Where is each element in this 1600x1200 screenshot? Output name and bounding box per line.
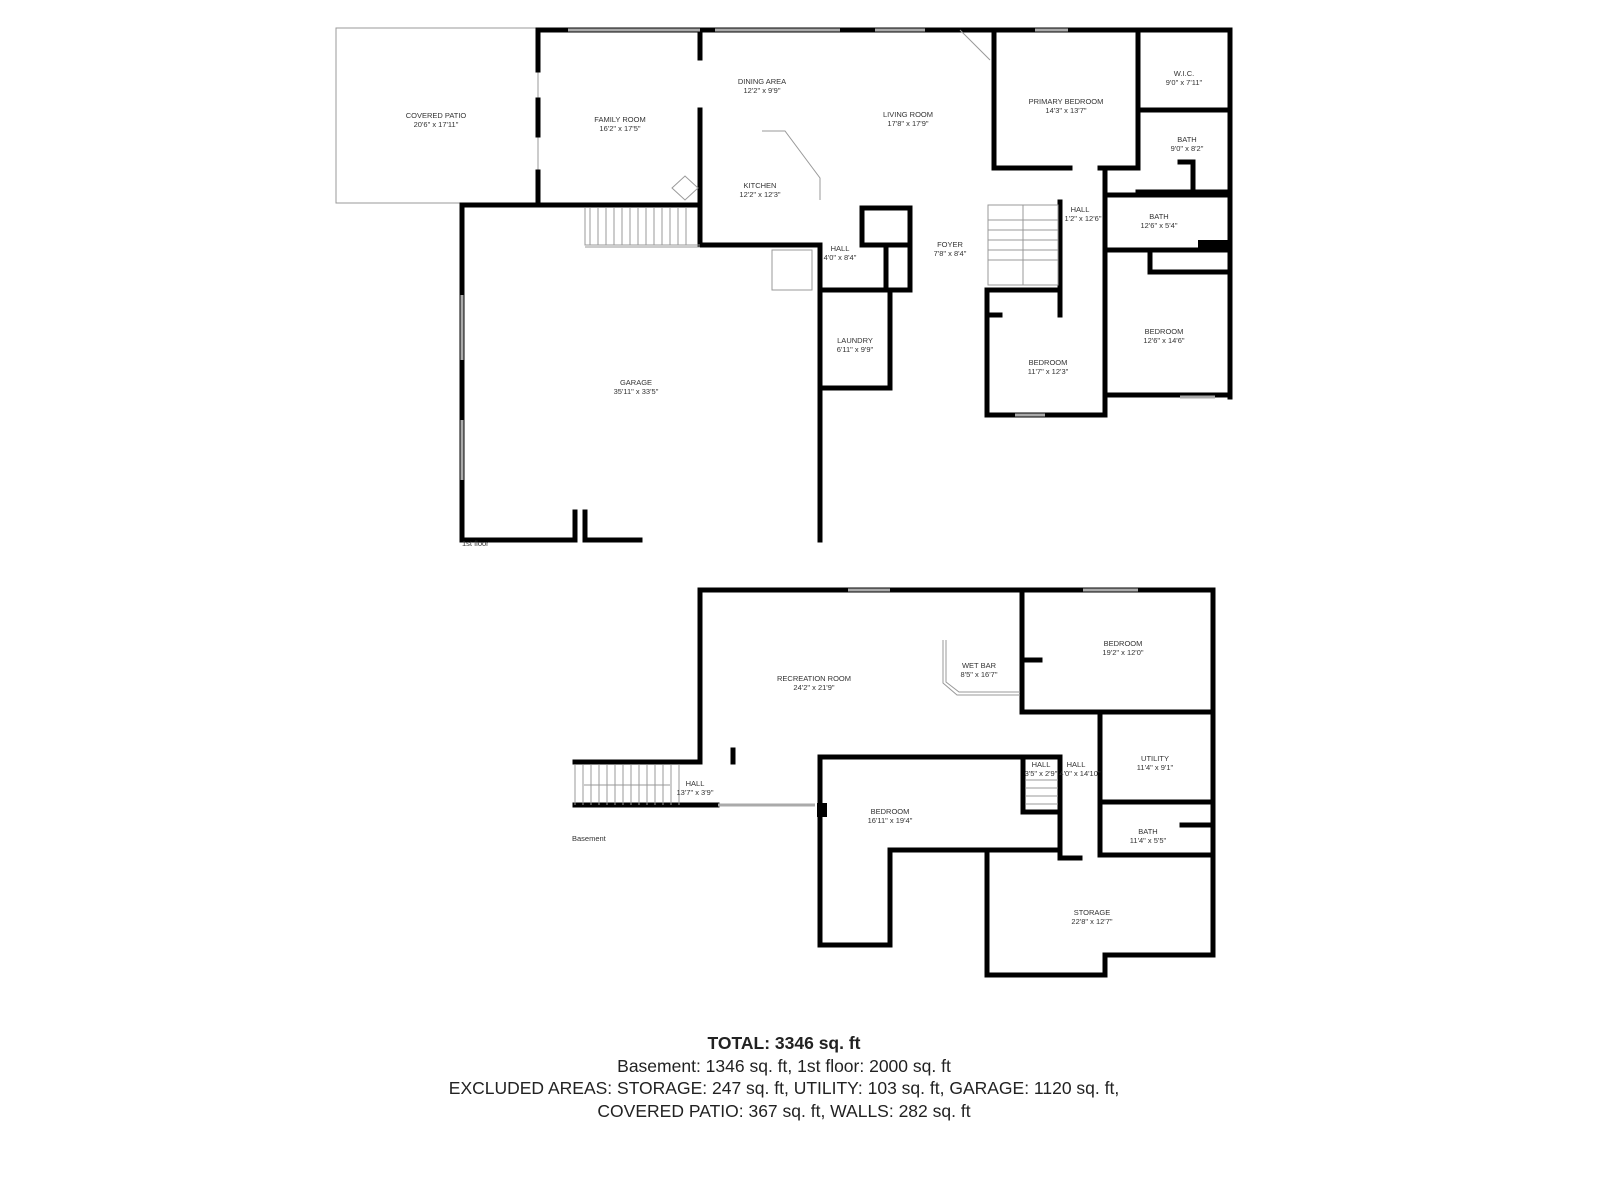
excluded-areas-cont: COVERED PATIO: 367 sq. ft, WALLS: 282 sq… [597, 1100, 971, 1121]
room-dims: 9'0" x 8'2" [1171, 144, 1204, 153]
room-name: LAUNDRY [837, 336, 873, 345]
room-dims: 6'11" x 9'9" [837, 345, 874, 354]
floor-label: 1st floor [462, 539, 489, 548]
first-floor-labels: COVERED PATIO 20'6" x 17'11" FAMILY ROOM… [406, 69, 1204, 548]
room-name: BATH [1138, 827, 1157, 836]
room-name: BATH [1149, 212, 1168, 221]
room-name: GARAGE [620, 378, 652, 387]
room-name: KITCHEN [744, 181, 777, 190]
room-name: FAMILY ROOM [594, 115, 645, 124]
room-name: HALL [831, 244, 850, 253]
room-dims: 12'2" x 12'3" [739, 190, 780, 199]
room-name: HALL [1032, 760, 1051, 769]
room-dims: 16'11" x 19'4" [868, 816, 913, 825]
room-dims: 17'8" x 17'9" [887, 119, 928, 128]
room-dims: 12'6" x 14'6" [1143, 336, 1184, 345]
room-name: HALL [1067, 760, 1086, 769]
room-name: COVERED PATIO [406, 111, 467, 120]
excluded-areas: EXCLUDED AREAS: STORAGE: 247 sq. ft, UTI… [448, 1078, 1120, 1098]
room-dims: 11'4" x 9'1" [1137, 763, 1174, 772]
floor-label: Basement [572, 834, 607, 843]
room-dims: 12'6" x 5'4" [1141, 221, 1178, 230]
room-dims: 16'2" x 17'5" [599, 124, 640, 133]
room-name: W.I.C. [1174, 69, 1194, 78]
room-dims: 22'8" x 12'7" [1071, 917, 1112, 926]
room-dims: 3'5" x 2'9" [1025, 769, 1058, 778]
room-dims: 11'7" x 12'3" [1028, 367, 1069, 376]
room-name: LIVING ROOM [883, 110, 933, 119]
room-name: STORAGE [1074, 908, 1111, 917]
room-name: PRIMARY BEDROOM [1029, 97, 1104, 106]
room-dims: 24'2" x 21'9" [793, 683, 834, 692]
room-name: HALL [1071, 205, 1090, 214]
room-name: RECREATION ROOM [777, 674, 851, 683]
room-dims: 9'0" x 7'11" [1166, 78, 1203, 87]
room-name: BEDROOM [1145, 327, 1184, 336]
room-dims: 19'2" x 12'0" [1102, 648, 1143, 657]
floor-areas: Basement: 1346 sq. ft, 1st floor: 2000 s… [617, 1055, 951, 1076]
first-floor-plan [335, 27, 1233, 543]
room-dims: 20'6" x 17'11" [414, 120, 459, 129]
room-dims: 35'11" x 33'5" [614, 387, 659, 396]
room-dims: 13'7" x 3'9" [677, 788, 714, 797]
room-name: BEDROOM [871, 807, 910, 816]
room-dims: 1'2" x 12'6" [1065, 214, 1102, 223]
room-name: HALL [686, 779, 705, 788]
basement-plan [572, 587, 1216, 978]
room-dims: 12'2" x 9'9" [744, 86, 781, 95]
room-dims: 11'4" x 5'5" [1130, 836, 1167, 845]
room-dims: 7'8" x 8'4" [934, 249, 967, 258]
total-line: TOTAL: 3346 sq. ft [0, 1032, 1568, 1055]
room-name: WET BAR [962, 661, 997, 670]
room-name: BEDROOM [1029, 358, 1068, 367]
total-value: 3346 sq. ft [774, 1033, 861, 1053]
room-name: BATH [1177, 135, 1196, 144]
basement-labels: RECREATION ROOM 24'2" x 21'9" WET BAR 8'… [572, 639, 1174, 926]
room-name: FOYER [937, 240, 963, 249]
room-dims: 8'5" x 16'7" [961, 670, 998, 679]
room-dims: 4'0" x 14'10" [1059, 769, 1100, 778]
room-dims: 4'0" x 8'4" [824, 253, 857, 262]
room-dims: 14'3" x 13'7" [1045, 106, 1086, 115]
room-name: DINING AREA [738, 77, 786, 86]
room-name: UTILITY [1141, 754, 1169, 763]
room-name: BEDROOM [1104, 639, 1143, 648]
total-label: TOTAL: [707, 1033, 771, 1053]
area-summary: TOTAL: 3346 sq. ft Basement: 1346 sq. ft… [0, 1032, 1568, 1122]
